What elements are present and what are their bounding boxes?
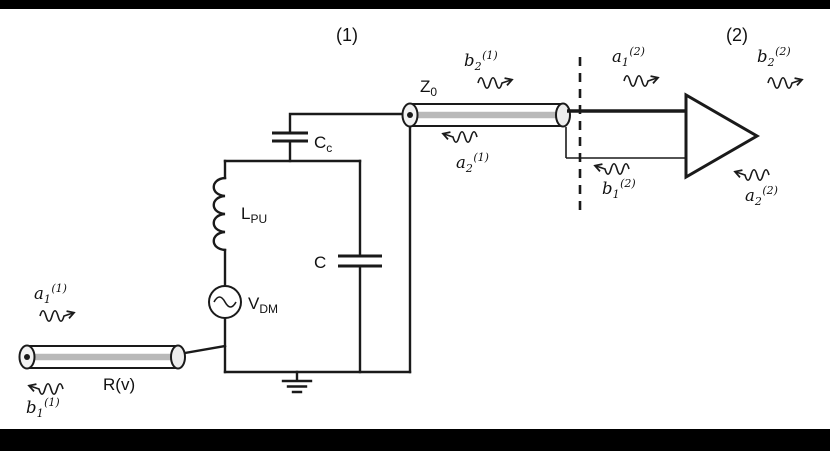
capacitor-c-label: C: [314, 253, 326, 272]
b2-2-sub: 2: [767, 56, 775, 69]
wave-label-a1-1: a1(1): [34, 282, 67, 306]
letterbox-top: [0, 0, 830, 9]
region-2-label: (2): [726, 25, 748, 45]
capacitor-c-plates: [338, 254, 382, 268]
wave-label-a2-2: a2(2): [745, 184, 778, 208]
a2-1-sup: (1): [473, 151, 489, 164]
vdm-label-main: V: [248, 294, 260, 313]
wave-label-a2-1: a2(1): [456, 151, 489, 175]
b2-1-base: b: [464, 51, 475, 70]
b1-1-sup: (1): [44, 396, 60, 409]
z0-conductor-dot: [407, 112, 413, 118]
inductor-coil: [212, 176, 227, 252]
lpu-label-sub: PU: [250, 212, 267, 226]
capacitor-cc-label: Cc: [314, 133, 332, 155]
wave-label-b1-2: b1(2): [602, 177, 636, 201]
inductor-label: LPU: [241, 204, 267, 226]
a2-1-sub: 2: [465, 162, 473, 175]
transmission-line-rv: [18, 344, 186, 370]
z0-label-sub: 0: [430, 85, 437, 99]
amplifier-triangle-icon: [684, 92, 760, 180]
b2-1-sub: 2: [474, 60, 482, 73]
vdm-label-sub: DM: [259, 302, 278, 316]
rv-conductor-dot: [24, 354, 30, 360]
capacitor-cc-plates: [272, 131, 308, 143]
b1-1-base: b: [26, 398, 37, 417]
letterbox-bottom: [0, 429, 830, 451]
rv-outline: [27, 345, 178, 369]
b1-2-sub: 1: [613, 188, 620, 201]
a1-2-sub: 1: [622, 56, 629, 69]
a2-2-sup: (2): [762, 184, 778, 197]
region-1-label: (1): [336, 25, 358, 45]
transmission-line-z0: [401, 102, 571, 128]
a1-2-base: a: [612, 47, 622, 66]
b2-2-sup: (2): [775, 45, 791, 58]
wave-label-a1-2: a1(2): [612, 45, 645, 69]
a2-2-sub: 2: [754, 195, 762, 208]
z0-right-cap: [555, 102, 571, 128]
wire-rv-to-source: [177, 344, 227, 356]
ac-source-sine-icon: [213, 296, 237, 308]
cc-label-sub: c: [326, 141, 332, 155]
rv-right-cap: [170, 344, 186, 370]
a2-1-base: a: [456, 153, 466, 172]
z0-label: Z0: [420, 77, 437, 99]
a1-1-base: a: [34, 284, 44, 303]
wire-cc-to-z0: [288, 112, 406, 135]
cc-label-main: C: [314, 133, 326, 152]
source-label: VDM: [248, 294, 278, 316]
wave-label-b2-1: b2(1): [464, 49, 498, 73]
a2-2-base: a: [745, 186, 755, 205]
z0-outline: [410, 103, 563, 127]
a1-2-sup: (2): [629, 45, 645, 58]
wave-label-b2-2: b2(2): [757, 45, 791, 69]
a1-1-sub: 1: [44, 293, 51, 306]
z0-label-main: Z: [420, 77, 430, 96]
b1-2-sup: (2): [620, 177, 636, 190]
ground-icon: [281, 370, 313, 394]
a1-1-sup: (1): [51, 282, 67, 295]
rv-label: R(v): [103, 375, 135, 394]
b1-1-sub: 1: [37, 407, 44, 420]
b1-2-base: b: [602, 179, 613, 198]
amp-input-line-bottom: [565, 127, 686, 159]
wave-label-b1-1: b1(1): [26, 396, 60, 420]
lpu-label-main: L: [241, 204, 250, 223]
b2-1-sup: (1): [482, 49, 498, 62]
b2-2-base: b: [757, 47, 768, 66]
